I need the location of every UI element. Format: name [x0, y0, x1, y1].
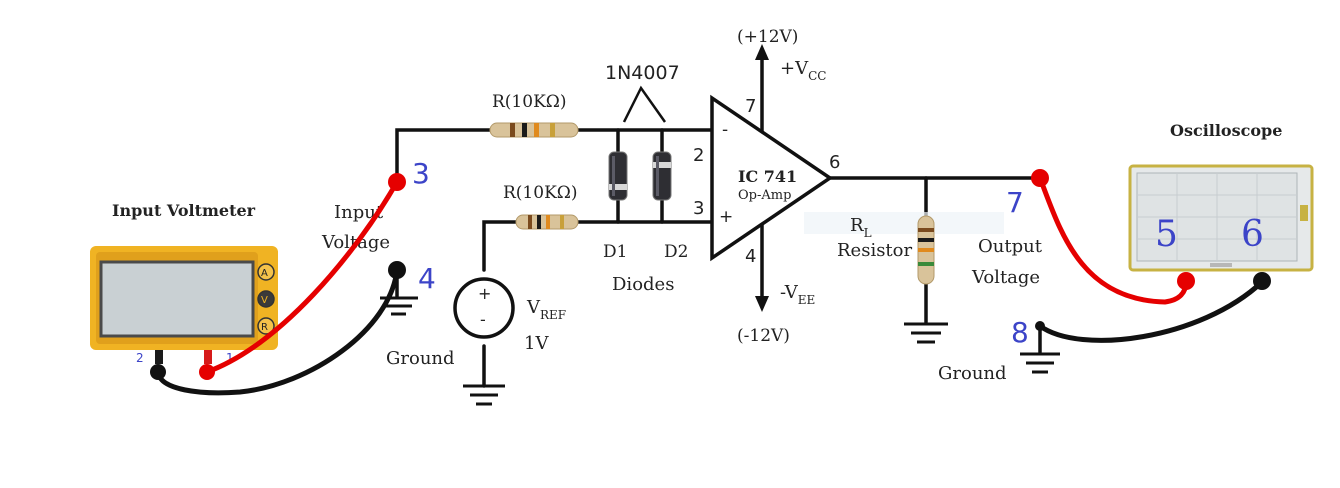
- diode-d1: [608, 151, 628, 201]
- vcc-value: (+12V): [737, 27, 798, 47]
- terminal-dot-4[interactable]: [388, 261, 406, 279]
- meter-probe-red[interactable]: [199, 364, 215, 380]
- rl-resistor-label: Resistor: [837, 240, 913, 261]
- vee-value: (-12V): [737, 326, 790, 346]
- pin-4: 4: [745, 246, 756, 267]
- d2-label: D2: [664, 242, 688, 262]
- rl-label: RL: [850, 215, 872, 240]
- d1-label: D1: [603, 242, 627, 262]
- diode-part-label: 1N4007: [605, 62, 680, 84]
- output-voltage-label-1: Output: [978, 236, 1043, 257]
- oscilloscope: [1128, 164, 1314, 272]
- terminal-dot-3[interactable]: [388, 173, 406, 191]
- opamp-minus: -: [722, 120, 728, 140]
- input-voltmeter-title: Input Voltmeter: [112, 201, 256, 220]
- resistor-r1: [489, 122, 579, 138]
- ground-label-right: Ground: [938, 363, 1007, 384]
- terminal-dot-8[interactable]: [1035, 321, 1045, 331]
- opamp-plus: +: [719, 207, 733, 227]
- ground-symbol-rl: [904, 322, 948, 344]
- red-lead-output: [1037, 175, 1189, 305]
- pin-2: 2: [693, 145, 704, 166]
- vee-label: -VEE: [780, 282, 815, 307]
- red-lead-input: [204, 179, 400, 375]
- vref-source: [453, 277, 515, 339]
- pin-7: 7: [745, 96, 756, 117]
- diode-part-pointer: [622, 85, 667, 123]
- black-lead-output: [1037, 279, 1265, 343]
- black-lead-input: [155, 267, 400, 396]
- meter-button-r: R: [261, 322, 268, 333]
- diode-d2: [652, 151, 672, 201]
- output-voltage-label-2: Voltage: [971, 267, 1040, 288]
- terminal-dot-6[interactable]: [1253, 272, 1271, 290]
- vref-plus: +: [478, 284, 491, 303]
- terminal-dots: [150, 169, 1271, 380]
- opamp-sub: Op-Amp: [738, 188, 791, 203]
- vcc-label: +VCC: [780, 58, 826, 83]
- ground-symbol-vref: [463, 384, 505, 406]
- vref-minus: -: [480, 310, 486, 329]
- load-resistor-rl: [917, 215, 935, 285]
- op-amp-ic741: [710, 44, 834, 312]
- terminal-number-4: 4: [418, 262, 436, 295]
- meter-probe-black[interactable]: [150, 364, 166, 380]
- terminal-dot-5[interactable]: [1177, 272, 1195, 290]
- oscilloscope-title: Oscilloscope: [1170, 121, 1282, 140]
- terminal-dot-7[interactable]: [1031, 169, 1049, 187]
- diodes-label: Diodes: [612, 274, 674, 295]
- ground-symbol-output: [1020, 352, 1060, 374]
- vref-label: VREF: [526, 297, 566, 322]
- meter-button-v: V: [261, 295, 268, 306]
- cable-leads: [155, 175, 1265, 396]
- r2-label: R(10KΩ): [503, 183, 578, 203]
- terminal-number-5: 5: [1155, 214, 1178, 255]
- opamp-name: IC 741: [738, 167, 797, 186]
- meter-button-a: A: [261, 268, 268, 279]
- input-voltmeter: [90, 246, 278, 364]
- watermark-box: [804, 212, 1004, 234]
- meter-port-2: 2: [136, 351, 144, 365]
- ground-label-left: Ground: [386, 348, 455, 369]
- r1-label: R(10KΩ): [492, 92, 567, 112]
- pin-6: 6: [829, 152, 840, 173]
- terminal-number-7: 7: [1006, 186, 1024, 219]
- terminal-number-8: 8: [1011, 316, 1029, 349]
- vref-value: 1V: [524, 333, 549, 354]
- input-voltage-label-1: Input: [334, 202, 384, 223]
- pin-3: 3: [693, 198, 704, 219]
- meter-port-1: 1: [226, 351, 234, 365]
- terminal-number-6: 6: [1241, 214, 1264, 255]
- resistor-r2: [515, 214, 579, 230]
- terminal-number-3: 3: [412, 157, 430, 190]
